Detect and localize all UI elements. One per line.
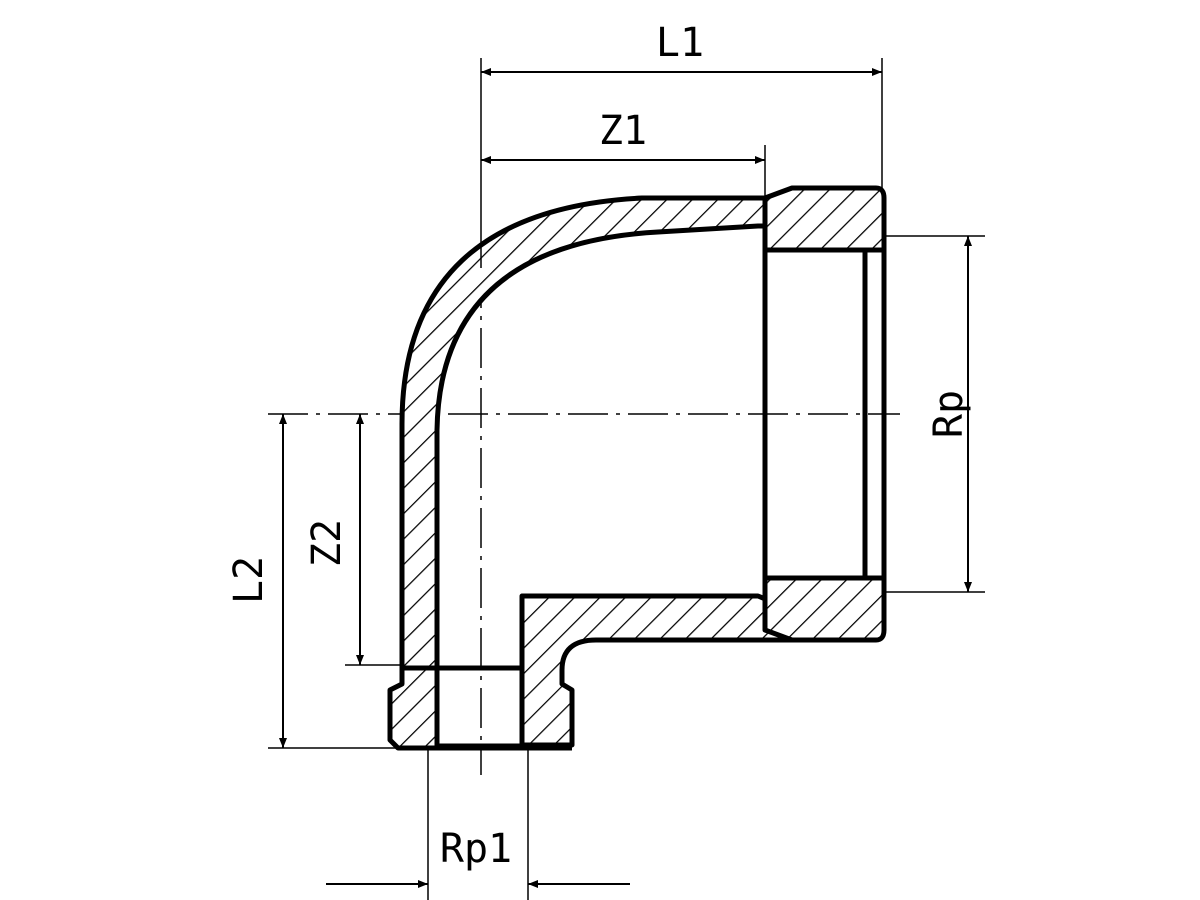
label-z2: Z2 (304, 519, 350, 567)
label-rp: Rp (926, 390, 972, 438)
label-l2: L2 (226, 556, 272, 604)
label-z1: Z1 (599, 108, 647, 154)
right-socket-lower-hub (762, 575, 887, 643)
right-socket-bore (762, 247, 868, 581)
label-l1: L1 (656, 20, 704, 66)
label-rp1: Rp1 (440, 826, 512, 872)
bottom-socket-bore (434, 665, 525, 749)
right-socket-upper-hub (762, 185, 887, 253)
inner-wall-section (519, 593, 795, 748)
bottom-socket-left-hub (387, 665, 440, 751)
